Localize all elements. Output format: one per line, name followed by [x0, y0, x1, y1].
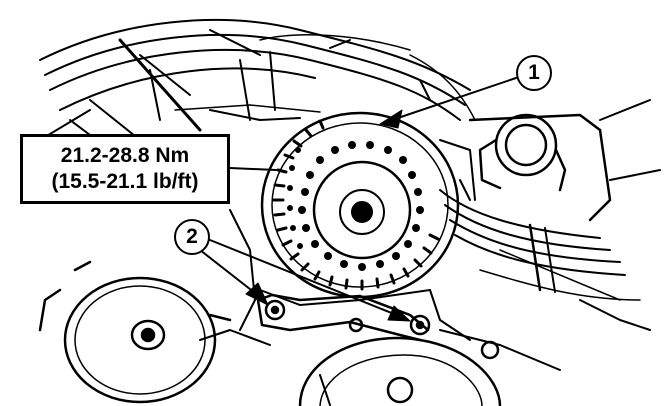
engine-block	[199, 99, 661, 406]
lower-pulley	[298, 336, 502, 406]
callout-1-leader	[379, 77, 517, 129]
generator	[260, 111, 460, 299]
callout-1-label: 1	[528, 61, 540, 84]
torque-metric: 21.2-28.8 Nm	[60, 144, 190, 167]
generator-vent-slots	[272, 119, 440, 291]
callout-2-leaders	[199, 239, 411, 322]
left-pulley	[38, 260, 232, 404]
filler-cap	[468, 113, 612, 222]
callout-2-label: 2	[186, 225, 198, 248]
callout-1: 1	[516, 55, 552, 91]
mounting-bracket	[256, 293, 500, 360]
torque-leader	[229, 167, 277, 171]
torque-spec-box: 21.2-28.8 Nm (15.5-21.1 lb/ft)	[20, 134, 230, 204]
torque-imperial: (15.5-21.1 lb/ft)	[51, 170, 199, 193]
callout-2: 2	[174, 219, 210, 255]
generator-cooling-holes	[287, 141, 424, 271]
